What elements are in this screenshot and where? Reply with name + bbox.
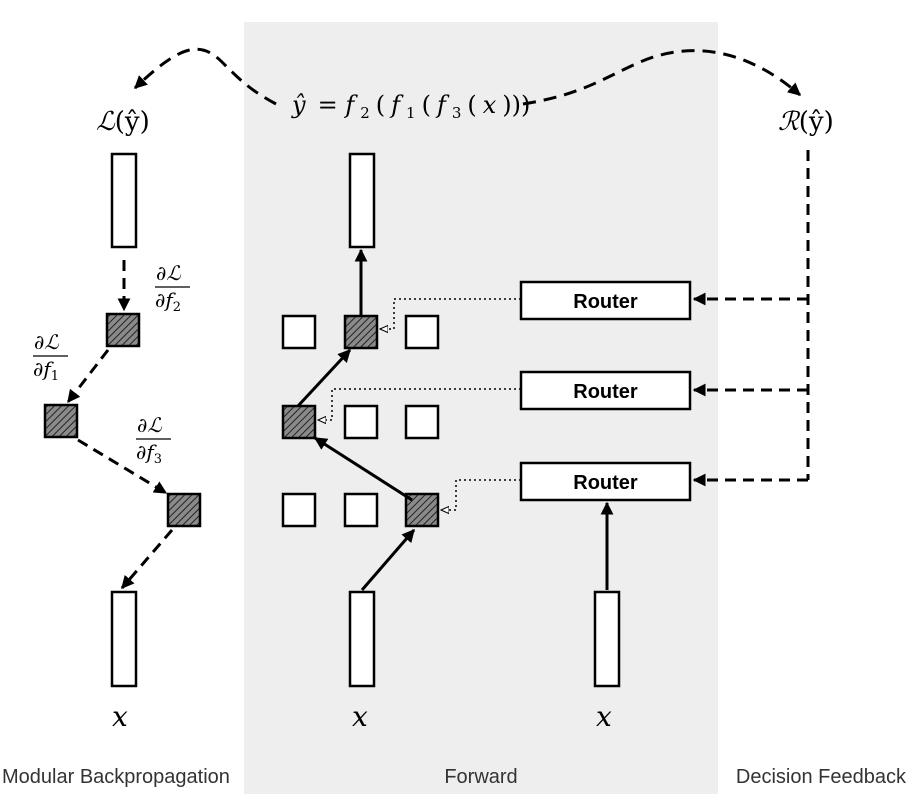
module-row2-a-selected bbox=[281, 404, 317, 440]
svg-text:Router: Router bbox=[573, 291, 638, 313]
svg-text:∂f2: ∂f2 bbox=[155, 288, 181, 315]
forward-input-layer bbox=[348, 590, 376, 688]
forward-equation: ŷ = f 2 ( f 1 ( f 3 ( x ))) bbox=[291, 91, 530, 124]
router1-selection-link bbox=[380, 298, 521, 329]
caption-decision-feedback: Decision Feedback bbox=[736, 766, 907, 788]
feedback-curve-right bbox=[522, 49, 801, 106]
module-row3-a bbox=[281, 492, 317, 528]
loss-label: ℒ(ŷ) bbox=[96, 107, 150, 137]
forward-arrow-row2-row1 bbox=[296, 348, 352, 408]
backprop-module-f3 bbox=[166, 492, 202, 528]
gradient-df1: ∂ℒ ∂f1 bbox=[33, 330, 68, 384]
module-row3-b bbox=[343, 492, 379, 528]
module-row2-c bbox=[404, 404, 440, 440]
backprop-module-f1 bbox=[43, 403, 79, 439]
reward-label: ℛ(ŷ) bbox=[778, 107, 834, 137]
module-row1-a bbox=[281, 314, 317, 350]
router-2: Router bbox=[519, 370, 692, 411]
backprop-arrow-f2-f1 bbox=[66, 349, 110, 404]
svg-text:Router: Router bbox=[573, 472, 638, 494]
caption-forward: Forward bbox=[444, 766, 517, 788]
svg-text:∂ℒ: ∂ℒ bbox=[137, 413, 162, 437]
router-3: Router bbox=[519, 461, 692, 502]
svg-text:∂f1: ∂f1 bbox=[33, 357, 59, 384]
module-row1-b-selected bbox=[343, 314, 379, 350]
feedback-curve-left bbox=[133, 47, 277, 106]
backprop-output-layer bbox=[110, 152, 138, 249]
module-row2-b bbox=[343, 404, 379, 440]
forward-arrow-row3-row2 bbox=[313, 436, 413, 502]
module-row1-c bbox=[404, 314, 440, 350]
gradient-df2: ∂ℒ ∂f2 bbox=[155, 261, 190, 315]
router3-selection-link bbox=[441, 479, 521, 510]
forward-output-layer bbox=[348, 152, 376, 249]
forward-input-label: x bbox=[352, 700, 368, 733]
router-input-layer bbox=[593, 590, 621, 688]
router2-selection-link bbox=[318, 388, 521, 420]
gradient-df3: ∂ℒ ∂f3 bbox=[136, 413, 171, 467]
backprop-module-f2 bbox=[105, 312, 141, 348]
forward-arrow-input-row3 bbox=[360, 529, 416, 591]
svg-text:∂ℒ: ∂ℒ bbox=[156, 261, 181, 285]
backprop-input-label: x bbox=[112, 700, 128, 733]
svg-text:∂ℒ: ∂ℒ bbox=[34, 330, 59, 354]
backprop-input-layer bbox=[110, 590, 138, 688]
router-1: Router bbox=[519, 280, 692, 321]
router-input-label: x bbox=[596, 700, 612, 733]
svg-text:∂f3: ∂f3 bbox=[136, 440, 162, 467]
svg-text:Router: Router bbox=[573, 381, 638, 403]
caption-modular-backpropagation: Modular Backpropagation bbox=[2, 766, 230, 788]
backprop-arrow-f3-input bbox=[120, 529, 174, 589]
